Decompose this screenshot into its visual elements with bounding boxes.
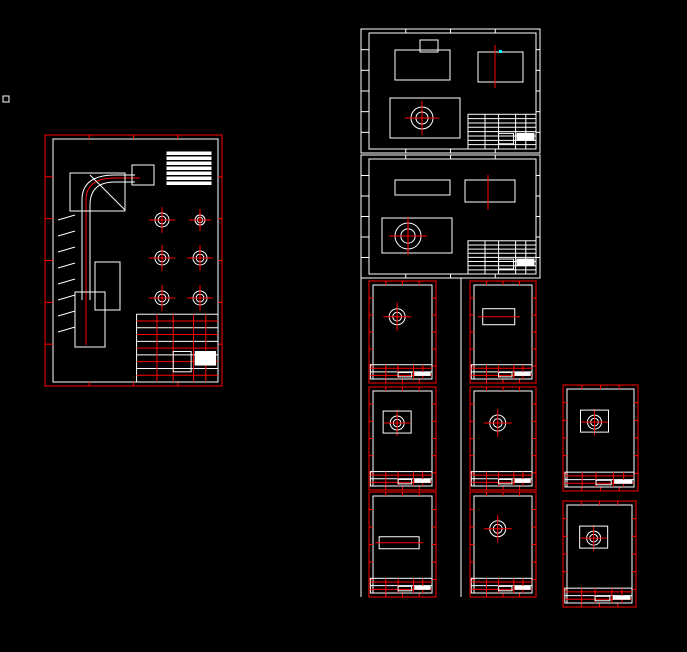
title-block (564, 471, 635, 488)
support-leg (94, 261, 121, 311)
title-block-name (614, 479, 633, 484)
drawing-sheets (44, 28, 639, 608)
sheet-outer-frame (562, 384, 639, 492)
pipe-bend (81, 174, 135, 300)
title-block (470, 364, 533, 380)
sheet-detail-3 (368, 386, 437, 491)
leader-line (57, 246, 76, 253)
part-view (477, 51, 524, 83)
title-block-logo (498, 132, 515, 145)
title-block-name (414, 372, 431, 376)
support-bracket (74, 291, 106, 348)
sheet-outer-frame (469, 386, 537, 491)
title-block (467, 240, 537, 275)
notes-text-line (166, 161, 212, 165)
title-block (369, 364, 433, 380)
plan-view (389, 97, 461, 139)
flange (131, 164, 155, 186)
title-block-logo (397, 479, 413, 485)
notes-text-line (166, 166, 212, 170)
part-outline (382, 410, 412, 434)
sheet-detail-1 (368, 280, 437, 384)
part-outline (579, 525, 609, 549)
title-block (369, 577, 433, 594)
title-block-logo (498, 372, 513, 378)
part-view (419, 39, 439, 53)
notes-text-line (166, 156, 212, 160)
title-block-name (514, 585, 531, 590)
sheet-part-2 (360, 154, 541, 279)
square-grip-icon[interactable] (2, 95, 10, 103)
title-block-logo (498, 258, 515, 270)
title-block-name (414, 585, 431, 590)
notes-text-line (166, 151, 212, 155)
bend-diagonal (89, 174, 126, 211)
part-outline (580, 409, 609, 433)
title-block-logo (397, 372, 413, 378)
title-block-name (514, 372, 531, 376)
pipe-centerline (85, 177, 140, 345)
sheet-detail-7 (469, 491, 537, 598)
sheet-detail-5 (562, 384, 639, 492)
plan-view (381, 217, 453, 254)
sheet-detail-8 (562, 500, 637, 608)
leader-line (57, 294, 76, 301)
title-block (136, 313, 219, 383)
title-block-logo (397, 585, 413, 592)
sheet-detail-4 (469, 386, 537, 491)
title-block (467, 113, 537, 150)
sheet-assembly (44, 134, 223, 387)
sheet-outer-frame (469, 280, 537, 384)
sheet-outer-frame (469, 491, 537, 598)
title-block (470, 471, 533, 487)
leader-line (57, 262, 76, 269)
title-block (564, 587, 633, 604)
title-block (369, 471, 433, 487)
notes-text-line (166, 176, 212, 180)
sheet-outer-frame (562, 500, 637, 608)
leader-line (57, 230, 76, 237)
title-block-logo (498, 585, 513, 592)
sheet-detail-6 (368, 491, 437, 598)
pipe-bend (89, 181, 135, 300)
title-block-name (516, 258, 535, 267)
title-block-name (194, 351, 217, 366)
title-block-name (414, 479, 431, 483)
title-block-logo (172, 351, 192, 373)
sheet-outer-frame (368, 280, 437, 384)
sheet-detail-2 (469, 280, 537, 384)
title-block (470, 577, 533, 594)
notes-text-line (166, 181, 212, 185)
part-view (394, 179, 451, 196)
title-block-name (514, 479, 531, 483)
sheet-outer-frame (368, 386, 437, 491)
title-block-logo (594, 595, 611, 602)
leader-line (57, 278, 76, 285)
leader-line (57, 214, 76, 221)
part-view (464, 179, 516, 203)
title-block-name (516, 132, 535, 141)
sheet-part-1 (360, 28, 541, 154)
title-block-logo (498, 479, 513, 485)
grip-highlight (499, 50, 502, 53)
sheet-inner-frame (368, 158, 537, 275)
part-view (394, 49, 451, 81)
title-block-name (612, 595, 631, 600)
title-block-logo (595, 479, 612, 486)
bend-box (69, 172, 126, 212)
leader-line (57, 326, 76, 333)
notes-text-line (166, 171, 212, 175)
leader-line (57, 310, 76, 317)
